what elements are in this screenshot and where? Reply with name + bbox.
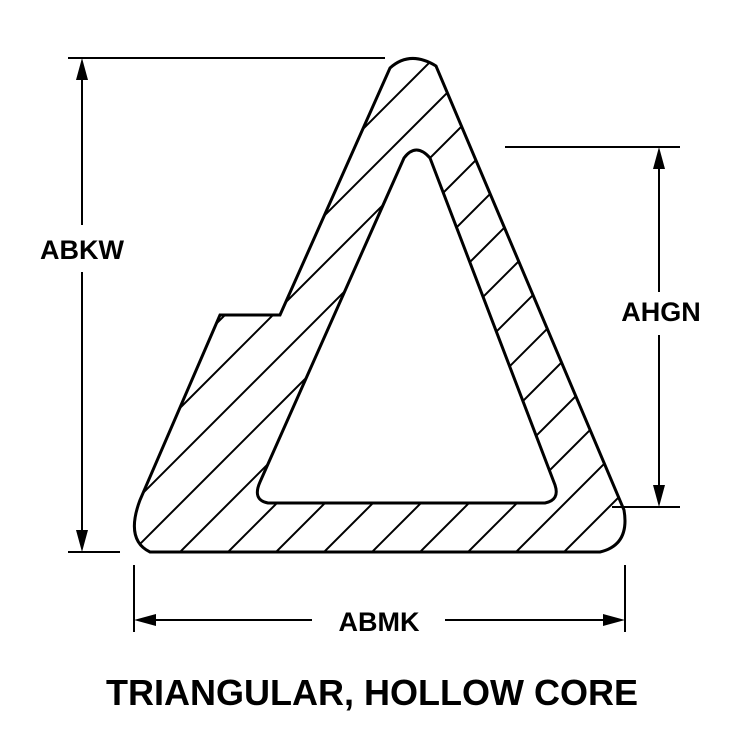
dimension-core-height: AHGN <box>505 146 701 508</box>
dimension-overall-height: ABKW <box>40 57 385 553</box>
hatch-line <box>134 58 445 553</box>
hatch-line <box>134 58 625 553</box>
hatch-line <box>269 58 625 553</box>
hatch-line <box>134 58 625 553</box>
dimension-base-width: ABMK <box>133 565 626 637</box>
hatch-line <box>134 58 625 553</box>
core-height-label: AHGN <box>621 297 701 327</box>
overall-height-label: ABKW <box>40 235 124 265</box>
hatch-line <box>317 58 625 553</box>
hatch-line <box>134 58 301 553</box>
base-width-label: ABMK <box>339 607 420 637</box>
hatch-line <box>134 58 625 553</box>
hatch-line <box>365 58 625 553</box>
hatch-line <box>134 58 625 553</box>
hatch-line <box>134 58 625 553</box>
hatch-line <box>134 58 349 553</box>
hatch-line <box>221 58 625 553</box>
hatch-line <box>173 58 625 553</box>
hollow-core <box>255 148 558 505</box>
hatch-line <box>134 58 397 553</box>
hatch-line <box>134 58 493 553</box>
outer-profile <box>132 57 627 554</box>
figure-caption: TRIANGULAR, HOLLOW CORE <box>106 672 638 713</box>
hatch-line <box>134 58 589 553</box>
hatch-line <box>413 58 625 553</box>
